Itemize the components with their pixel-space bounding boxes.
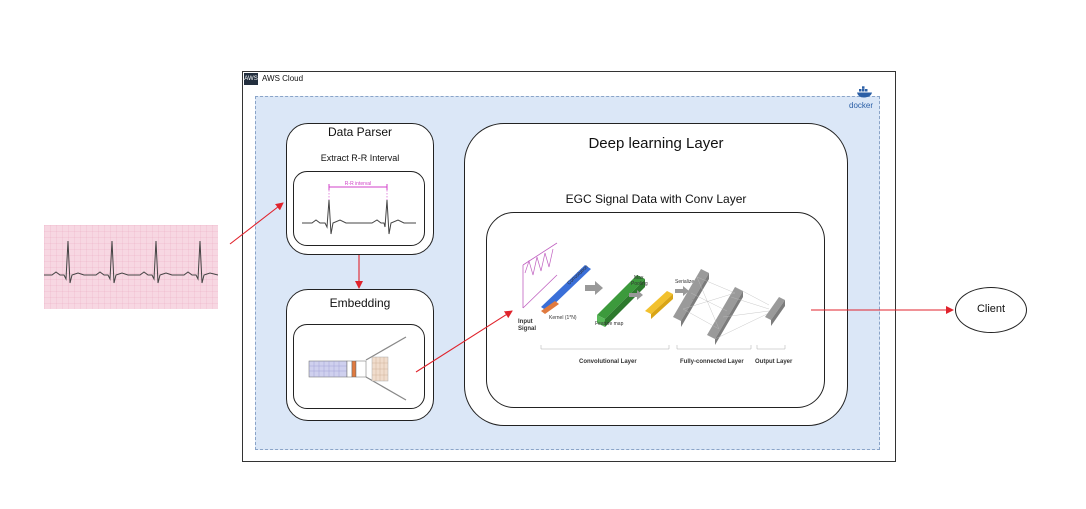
data-parser-subtitle: Extract R-R Interval [320, 153, 400, 163]
serialize-arrow [675, 286, 689, 296]
pool-arrow [629, 290, 643, 300]
conv-layer-subtitle: EGC Signal Data with Conv Layer [565, 192, 747, 206]
layer-brackets [540, 345, 786, 350]
ecg-strip-graphic [44, 225, 219, 309]
ecg-strip-image [44, 225, 219, 309]
aws-logo-icon: AWS [244, 73, 258, 85]
arrow-ecg-to-parser [229, 202, 284, 245]
conv-arrow [585, 281, 603, 295]
feature-map-graphic [597, 275, 645, 327]
rr-interval-graphic: R-R interval [302, 181, 416, 235]
kernel-label: Kernel (1*N) [549, 315, 577, 321]
output-layer-label: Output Layer [755, 359, 793, 365]
conv-layer-label: Convolutional Layer [579, 359, 637, 365]
input-label-line2: Signal [518, 326, 536, 332]
embedding-title: Embedding [329, 296, 391, 310]
deep-learning-title: Deep learning Layer [588, 135, 724, 152]
data-parser-title: Data Parser [327, 125, 393, 139]
svg-text:·: · [692, 297, 694, 303]
arrow-embedding-to-cnn [415, 310, 513, 373]
convolution-bar [541, 265, 591, 311]
output-layer-graphic [765, 297, 785, 326]
feature-map-label: Feature map [595, 321, 624, 327]
input-signal-graphic [522, 242, 558, 309]
cnn-diagram: Input Signal Convolution Kernel (1*N) Fe… [518, 242, 793, 365]
embedding-graphic [308, 336, 407, 401]
svg-text:·: · [727, 313, 729, 319]
client-node [955, 287, 1027, 333]
docker-logo-text: docker [849, 101, 874, 110]
max-pooling-label-1: Max [634, 275, 644, 281]
input-label-line1: Input [518, 319, 533, 325]
fully-connected-graphic: · · [673, 269, 770, 345]
docker-whale-icon [857, 86, 872, 98]
cnn-diagram-box: Input Signal Convolution Kernel (1*N) Fe… [486, 212, 825, 408]
embedding-graphic-box [293, 324, 425, 409]
aws-cloud-label: AWS Cloud [262, 74, 304, 83]
rr-interval-label: R-R interval [345, 181, 371, 187]
pooled-map-graphic [645, 291, 673, 319]
rr-interval-box: R-R interval [293, 171, 425, 246]
fc-layer-label: Fully-connected Layer [680, 359, 744, 365]
kernel-block [541, 301, 559, 314]
max-pooling-label-2: Pooling [631, 281, 648, 287]
serialize-label: Serialize [675, 279, 694, 285]
client-label: Client [976, 303, 1006, 315]
